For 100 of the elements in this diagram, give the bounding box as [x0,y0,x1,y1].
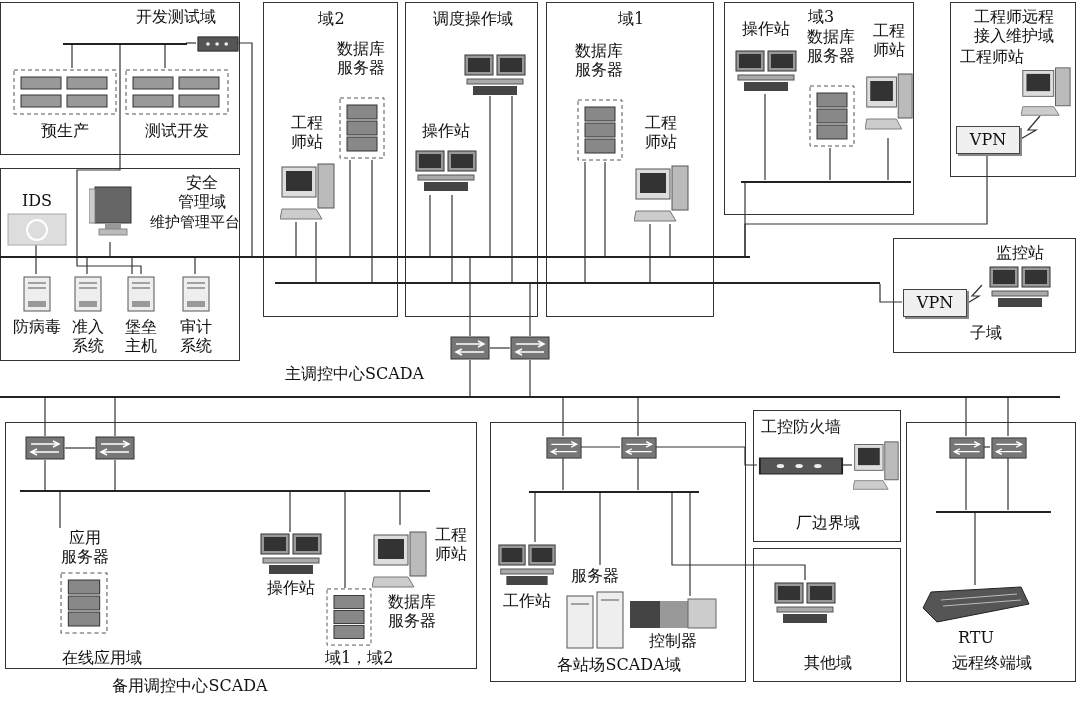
device-label: 工控防火墙 [761,417,841,436]
zone-title: 远程终端域 [952,653,1032,672]
device-label: 操作站 [267,578,315,597]
connection-line [649,223,651,283]
connection-line [185,42,197,44]
connection-line [164,43,166,69]
connection-line [562,457,564,491]
device-label: 数据库服务器 [807,27,855,65]
device-label: 工程师站 [291,113,323,151]
connection-line [489,95,491,257]
connection-line [511,95,513,283]
connection-line [64,447,96,449]
zone-title: 域2 [318,9,345,28]
zone-title: 在线应用域 [62,648,142,669]
connection-line [237,42,253,257]
connection-line [887,137,889,181]
connection-line [534,491,536,543]
connection-line [44,397,46,437]
connection-line [71,43,73,69]
device-label: 应用服务器 [61,528,109,566]
device-label: 数据库服务器 [388,592,436,630]
connection-line [289,491,291,533]
connection-line [604,161,606,257]
connection-line [469,359,471,397]
connection-line [35,257,37,275]
bus-line [0,396,1060,398]
device-label: 监控站 [996,243,1044,262]
connection-line [131,257,133,275]
connection-line [689,491,691,597]
connection-line [44,459,46,491]
device-label: 维护管理平台 [150,213,240,232]
connection-line [35,244,37,257]
device-label: 操作站 [422,121,470,140]
connection-line [829,147,831,181]
connection-line [637,397,639,437]
vpn-device: VPN [956,126,1020,154]
zone-title: 备用调控中心SCADA [112,676,268,695]
zone-title: 安全管理域 [178,173,226,211]
connection-line [469,257,471,337]
connection-line [371,159,373,283]
connection-line [114,397,116,437]
bus-line [20,490,430,492]
connection-line [399,491,401,526]
connection-line [764,93,766,181]
connection-line [655,446,758,466]
zone-title: 子域 [970,323,1002,342]
zone-box [0,2,240,155]
device-label: 审计系统 [180,317,212,355]
device-label: 防病毒 [13,317,61,336]
connection-line [965,457,967,511]
connection-line [76,43,142,275]
connection-line [974,511,976,586]
connection-line [315,221,317,283]
zone-box [263,2,398,317]
connection-line [451,194,453,283]
connection-line [529,359,531,397]
connection-line [879,283,903,303]
device-label: 操作站 [742,19,790,38]
connection-line [194,257,196,275]
bus-line [0,256,750,258]
connection-line [344,491,346,589]
zone-box [0,168,240,361]
zone-title: 其他域 [804,653,852,672]
vpn-device: VPN [903,289,967,317]
zone-box [753,548,901,682]
connection-line [580,446,621,448]
zone-title: 域1，域2 [325,648,394,669]
connection-line [669,223,671,257]
connection-line [489,347,511,349]
zone-title: 厂边界域 [796,513,860,532]
connection-line [59,491,61,529]
device-label: 数据库服务器 [575,41,623,79]
center-label: 主调控中心SCADA [285,364,425,385]
connection-line [637,457,639,491]
connection-line [671,491,806,581]
device-label: 预生产 [41,121,89,140]
device-label: 工程师站 [645,113,677,151]
bus-line [741,181,911,183]
bus-line [936,511,1051,513]
connection-line [584,161,586,283]
connection-line [295,221,297,257]
zone-title: 开发测试域 [136,7,216,26]
bus-line [275,282,880,284]
device-label: IDS [21,191,53,210]
zone-box [724,2,914,215]
device-label: 准入系统 [72,317,104,355]
connection-line [842,464,853,466]
connection-line [965,397,967,437]
device-label: 工程师站 [960,47,1024,66]
zone-box [893,238,1076,353]
zone-title: 调度操作域 [432,9,513,28]
device-label: 工程师站 [873,21,905,59]
device-label: 数据库服务器 [337,39,385,77]
zone-box [546,2,714,317]
device-label: 服务器 [571,566,619,585]
zone-box [950,2,1076,177]
connection-line [599,491,601,566]
connection-line [562,397,564,437]
connection-line [1007,457,1009,511]
zone-box [405,2,538,317]
